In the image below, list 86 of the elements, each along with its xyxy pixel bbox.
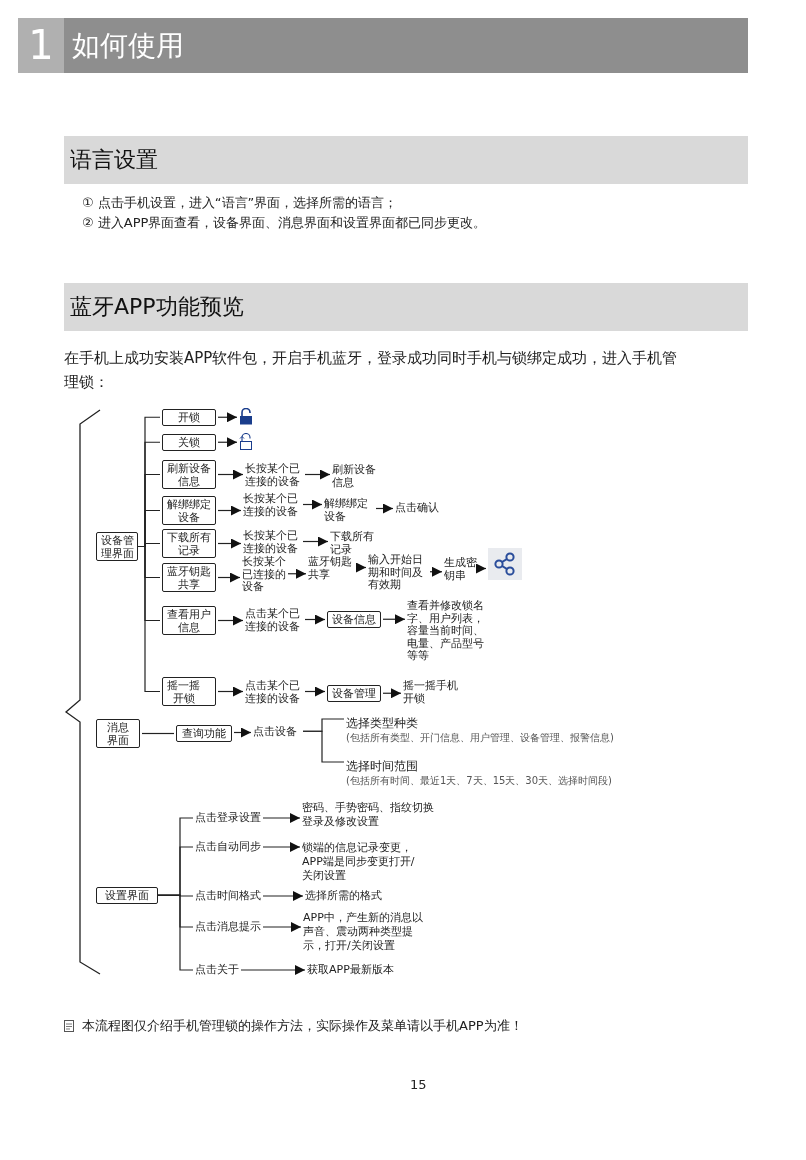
instruction-text: ① 点击手机设置，进入“语言”界面，选择所需的语言；	[82, 194, 399, 212]
section-header: 语言设置	[64, 136, 748, 184]
step-text: 生成密钥串	[444, 556, 480, 581]
process-box: 设备管理	[327, 685, 381, 702]
arrow	[217, 615, 244, 626]
chapter-title-bar: 如何使用	[64, 18, 748, 73]
process-box: 解绑绑定设备	[162, 496, 216, 525]
chapter-number: 1	[18, 18, 64, 73]
step-text: 解绑绑定设备	[324, 497, 374, 522]
padlock-icon	[239, 408, 253, 425]
arrow	[240, 965, 306, 975]
arrow	[356, 562, 367, 573]
arrow	[382, 688, 402, 699]
share-icon	[488, 548, 522, 580]
arrow	[217, 505, 242, 516]
step-text: 摇一摇手机开锁	[403, 679, 465, 704]
arrow	[217, 469, 244, 480]
process-box: 摇一摇开锁	[162, 677, 216, 706]
option-note: (包括所有类型、开门信息、用户管理、设备管理、报警信息)	[346, 731, 614, 744]
step-text: 获取APP最新版本	[307, 963, 447, 977]
padlock-icon	[239, 433, 253, 450]
arrow	[262, 922, 302, 932]
connector-line	[302, 730, 345, 763]
process-box: 关锁	[162, 434, 216, 451]
step-text: 点击确认	[395, 501, 447, 514]
step-text: 查看并修改锁名字、用户列表，容量当前时间、电量、产品型号等等	[407, 599, 491, 662]
section-header: 蓝牙APP功能预览	[64, 283, 748, 331]
step-text: 锁端的信息记录变更，APP端是同步变更打开/关闭设置	[302, 841, 416, 883]
arrow	[375, 503, 394, 514]
arrow	[217, 412, 238, 423]
process-box: 设备管理界面	[96, 532, 138, 561]
step-text: 点击某个已连接的设备	[245, 679, 303, 704]
step-text: APP中，产生新的消息以声音、震动两种类型提示，打开/关闭设置	[303, 911, 429, 953]
arrow	[304, 469, 331, 480]
arrow	[429, 566, 443, 577]
step-text: 点击登录设置	[195, 811, 261, 825]
step-text: 长按某个已连接的设备	[242, 555, 286, 593]
arrow	[217, 686, 244, 697]
arrow	[382, 614, 406, 625]
step-text: 点击消息提示	[195, 920, 261, 934]
step-text: 点击关于	[195, 963, 239, 977]
step-text: 输入开始日期和时间及有效期	[368, 553, 428, 591]
option-note: (包括所有时间、最近1天、7天、15天、30天、选择时间段)	[346, 774, 612, 787]
process-box: 下载所有记录	[162, 529, 216, 558]
arrow	[302, 499, 323, 510]
step-text: 下载所有记录	[330, 530, 380, 555]
process-box: 设置界面	[96, 887, 158, 904]
arrow	[287, 568, 307, 579]
page-number: 15	[410, 1076, 428, 1094]
step-text: 长按某个已连接的设备	[243, 492, 301, 517]
step-text: 选择所需的格式	[305, 889, 425, 903]
process-box: 刷新设备信息	[162, 460, 216, 489]
option-text: 选择时间范围	[346, 759, 418, 774]
step-text: 刷新设备信息	[332, 463, 382, 488]
arrow	[217, 538, 242, 549]
connector-line	[141, 732, 175, 735]
process-box: 设备信息	[327, 611, 381, 628]
intro-paragraph: 在手机上成功安装APP软件包，开启手机蓝牙，登录成功同时手机与锁绑定成功，进入手机管理锁：	[64, 348, 679, 393]
arrow	[262, 842, 301, 852]
step-text: 长按某个已连接的设备	[243, 529, 301, 554]
process-box: 查看用户信息	[162, 606, 216, 635]
arrow	[217, 437, 238, 448]
arrow	[304, 686, 326, 697]
arrow	[476, 563, 487, 574]
arrow	[302, 536, 329, 547]
footnote-text: 本流程图仅介绍手机管理锁的操作方法，实际操作及菜单请以手机APP为准！	[82, 1017, 524, 1035]
step-text: 密码、手势密码、指纹切换登录及修改设置	[302, 801, 440, 829]
option-text: 选择类型种类	[346, 716, 418, 731]
step-text: 点击设备	[253, 725, 303, 738]
process-box: 蓝牙钥匙共享	[162, 563, 216, 592]
arrow	[304, 614, 326, 625]
step-text: 长按某个已连接的设备	[245, 462, 303, 487]
process-box: 消息界面	[96, 719, 140, 748]
arrow	[217, 572, 241, 583]
arrow	[262, 891, 304, 901]
step-text: 点击自动同步	[195, 840, 261, 854]
step-text: 点击某个已连接的设备	[245, 607, 303, 632]
process-box: 查询功能	[176, 725, 232, 742]
step-text: 点击时间格式	[195, 889, 261, 903]
arrow	[262, 813, 301, 823]
step-text: 蓝牙钥匙共享	[308, 555, 358, 580]
instruction-text: ② 进入APP界面查看，设备界面、消息界面和设置界面都已同步更改。	[82, 214, 488, 232]
connector-line	[137, 545, 161, 693]
connector-line	[157, 894, 194, 971]
process-box: 开锁	[162, 409, 216, 426]
arrow	[233, 727, 252, 738]
